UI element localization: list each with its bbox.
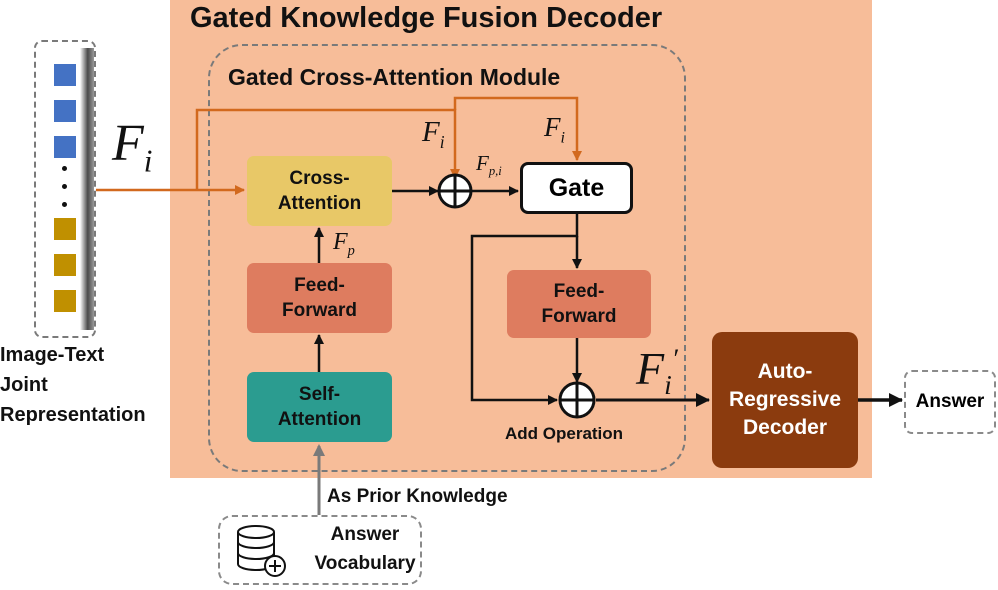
input-representation-label: Image-Text Joint Representation	[0, 340, 146, 430]
decoder-label-2: Regressive	[728, 388, 842, 411]
ellipsis-dot	[62, 184, 67, 189]
feed-forward-block-right: Feed- Forward	[507, 270, 651, 338]
feed-forward-block-left: Feed- Forward	[247, 263, 392, 333]
vocab-label-line-2: Vocabulary	[314, 553, 416, 574]
symbol-f-i-top-left: Fi	[422, 116, 445, 152]
feed-forward-left-label-1: Feed-	[294, 275, 345, 296]
cross-attention-label-1: Cross-	[289, 168, 350, 189]
ellipsis-dot	[62, 166, 67, 171]
self-attention-block: Self- Attention	[247, 372, 392, 442]
text-token	[54, 290, 76, 312]
symbol-f-p-i: Fp,i	[476, 151, 502, 179]
self-attention-label-2: Attention	[277, 409, 362, 430]
feed-forward-right-label-1: Feed-	[553, 281, 605, 302]
image-token	[54, 100, 76, 122]
feed-forward-left-label-2: Forward	[282, 300, 357, 321]
symbol-f-i-input: Fi	[112, 115, 153, 179]
image-token	[54, 136, 76, 158]
database-add-icon	[237, 525, 286, 577]
token-strip-shadow	[80, 48, 94, 330]
symbol-f-i-prime: Fi′	[636, 342, 678, 401]
main-flow-arrows	[314, 186, 903, 407]
answer-output-box: Answer	[904, 370, 996, 434]
decoder-label-1: Auto-	[757, 360, 813, 383]
ellipsis-dot	[62, 202, 67, 207]
input-label-line-1: Image-Text	[0, 344, 105, 366]
vocab-label-line-1: Answer	[330, 524, 400, 545]
diagram-title: Gated Knowledge Fusion Decoder	[190, 2, 663, 34]
symbol-f-i-top-right: Fi	[544, 112, 565, 147]
decoder-label-3: Decoder	[742, 416, 827, 439]
feed-forward-right-label-2: Forward	[541, 306, 617, 327]
self-attention-label-1: Self-	[298, 384, 341, 405]
input-feature-arrows	[96, 96, 582, 195]
answer-vocabulary-label: Answer Vocabulary	[305, 520, 425, 578]
add-operator-top	[437, 173, 473, 209]
add-operator-bottom	[558, 381, 596, 419]
input-label-line-2: Joint	[0, 374, 48, 396]
plus-circle-icon	[264, 555, 286, 577]
text-token	[54, 254, 76, 276]
gate-block: Gate	[520, 162, 633, 214]
cross-attention-module-frame	[208, 44, 686, 472]
input-label-line-3: Representation	[0, 404, 146, 426]
cross-attention-label-2: Attention	[277, 193, 362, 214]
prior-knowledge-label: As Prior Knowledge	[327, 486, 508, 507]
cross-attention-block: Cross- Attention	[247, 156, 392, 226]
image-token	[54, 64, 76, 86]
symbol-f-p: Fp	[333, 229, 355, 259]
add-operation-label: Add Operation	[505, 424, 624, 443]
module-title: Gated Cross-Attention Module	[228, 64, 561, 90]
text-token	[54, 218, 76, 240]
